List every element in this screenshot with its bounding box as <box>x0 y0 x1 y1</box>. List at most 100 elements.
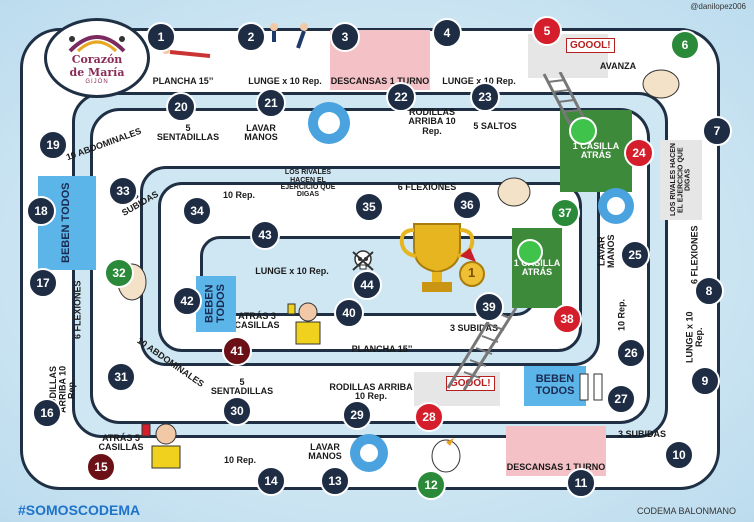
square-13-label: LAVAR MANOS <box>308 441 342 461</box>
square-20[interactable]: 5 SENTADILLAS <box>156 112 220 154</box>
square-30[interactable]: 5 SENTADILLAS <box>210 370 274 404</box>
badge-21: 21 <box>256 88 286 118</box>
badge-33: 33 <box>108 176 138 206</box>
author-handle: @danilopez006 <box>690 2 746 11</box>
badge-24: 24 <box>624 138 654 168</box>
badge-31: 31 <box>106 362 136 392</box>
square-41[interactable]: ATRÁS 3 CASILLAS <box>232 306 282 336</box>
square-42-label: BEBEN TODOS <box>203 284 227 324</box>
club-logo: Corazón de María GIJÓN <box>44 18 150 98</box>
water-bottles-icon <box>579 373 603 401</box>
footer-credit: CODEMA BALONMANO <box>636 506 736 516</box>
mascot-37-icon <box>497 177 531 207</box>
badge-35: 35 <box>354 192 384 222</box>
square-34[interactable]: 10 Rep. <box>204 186 274 206</box>
hand-wash-icon-2 <box>598 188 634 224</box>
badge-42: 42 <box>172 286 202 316</box>
square-29-label: RODILLAS ARRIBA 10 Rep. <box>329 381 413 401</box>
square-5-goool: GOOOL! <box>566 38 615 53</box>
square-9-label: LUNGE x 10 Rep. <box>684 311 704 363</box>
badge-41: 41 <box>222 336 252 366</box>
square-27-label: BEBEN TODOS <box>535 373 575 397</box>
badge-25: 25 <box>620 240 650 270</box>
square-40[interactable]: PLANCHA 15’’ <box>330 332 434 354</box>
square-39-label: 3 SUBIDAS <box>449 323 498 334</box>
square-22-label: RODILLAS ARRIBA 10 Rep. <box>408 106 456 136</box>
square-23[interactable]: 5 SALTOS <box>464 112 526 142</box>
badge-18: 18 <box>26 196 56 226</box>
badge-34: 34 <box>182 196 212 226</box>
badge-20: 20 <box>166 92 196 122</box>
hand-wash-icon <box>308 102 350 144</box>
square-13[interactable]: LAVAR MANOS <box>300 434 350 470</box>
badge-1: 1 <box>146 22 176 52</box>
square-35-label: LOS RIVALES HACEN EL EJERCICIO QUE DIGAS <box>280 169 336 199</box>
logo-arch-icon <box>68 35 126 53</box>
square-26-label: 10 Rep. <box>616 299 627 332</box>
square-8-label: 6 FLEXIONES <box>689 225 700 285</box>
square-28-goool: GOOOL! <box>446 376 495 391</box>
square-14-label: 10 Rep. <box>223 455 256 466</box>
square-27[interactable]: BEBEN TODOS <box>524 366 586 406</box>
square-35[interactable]: LOS RIVALES HACEN EL EJERCICIO QUE DIGAS <box>280 160 336 208</box>
badge-17: 17 <box>28 268 58 298</box>
square-6[interactable]: AVANZA <box>588 54 648 80</box>
badge-38: 38 <box>552 304 582 334</box>
dog-avanza-icon <box>642 69 680 99</box>
referee-yellow-card-icon <box>287 302 321 345</box>
square-29[interactable]: RODILLAS ARRIBA 10 Rep. <box>328 370 414 414</box>
square-4[interactable]: LUNGE x 10 Rep. <box>434 48 524 90</box>
badge-4: 4 <box>432 18 462 48</box>
square-39[interactable]: 3 SUBIDAS <box>440 316 508 342</box>
logo-line3: GIJÓN <box>85 79 109 85</box>
square-17[interactable]: 6 FLEXIONES <box>66 274 90 346</box>
square-2[interactable]: LUNGE x 10 Rep. <box>242 48 328 90</box>
badge-12: 12 <box>416 470 446 500</box>
trophy-icon <box>399 223 485 292</box>
square-43[interactable]: LUNGE x 10 Rep. <box>242 248 342 276</box>
square-15-label: ATRÁS 5 CASILLAS <box>98 432 144 452</box>
hand-wash-icon-3 <box>350 434 388 472</box>
square-10[interactable]: 3 SUBIDAS <box>612 420 672 450</box>
square-30-label: 5 SENTADILLAS <box>210 376 274 396</box>
square-22[interactable]: RODILLAS ARRIBA 10 Rep. <box>400 100 464 144</box>
logo-line1: Corazón <box>71 53 123 66</box>
referee-red-card-icon <box>141 423 181 469</box>
square-36[interactable]: 6 FLEXIONES <box>384 176 470 200</box>
square-21[interactable]: LAVAR MANOS <box>236 112 286 154</box>
badge-26: 26 <box>616 338 646 368</box>
badge-7: 7 <box>702 116 732 146</box>
square-36-label: 6 FLEXIONES <box>397 182 457 193</box>
skull-icon <box>352 250 374 271</box>
square-20-label: 5 SENTADILLAS <box>156 122 220 142</box>
square-7[interactable]: LOS RIVALES HACEN EL EJERCICIO QUE DIGAS <box>660 140 702 220</box>
badge-9: 9 <box>690 366 720 396</box>
square-11-label: DESCANSAS 1 TURNO <box>506 461 606 472</box>
square-25[interactable]: LAVAR MANOS <box>592 226 622 276</box>
square-17-label: 6 FLEXIONES <box>72 280 83 340</box>
square-26[interactable]: 10 Rep. <box>610 290 634 340</box>
square-11[interactable]: DESCANSAS 1 TURNO <box>506 426 606 476</box>
badge-36: 36 <box>452 190 482 220</box>
badge-43: 43 <box>250 220 280 250</box>
square-23-label: 5 SALTOS <box>473 121 517 132</box>
badge-29: 29 <box>342 400 372 430</box>
square-40-label: PLANCHA 15’’ <box>351 343 413 354</box>
mascot-12-icon <box>431 438 461 473</box>
badge-13: 13 <box>320 466 350 496</box>
square-9[interactable]: LUNGE x 10 Rep. <box>680 302 710 372</box>
hashtag: #SOMOSCODEMA <box>18 502 141 518</box>
square-42[interactable]: BEBEN TODOS <box>196 276 236 332</box>
soccer-ball-icon-2 <box>517 239 543 265</box>
square-15[interactable]: ATRÁS 5 CASILLAS <box>96 426 146 460</box>
badge-28: 28 <box>414 402 444 432</box>
badge-19: 19 <box>38 130 68 160</box>
square-14[interactable]: 10 Rep. <box>200 450 280 472</box>
badge-10: 10 <box>664 440 694 470</box>
square-1[interactable]: PLANCHA 15’’ <box>146 48 220 90</box>
badge-22: 22 <box>386 82 416 112</box>
badge-15: 15 <box>86 452 116 482</box>
square-24-label: 1 CASILLA ATRÁS <box>572 140 620 160</box>
badge-16: 16 <box>32 398 62 428</box>
